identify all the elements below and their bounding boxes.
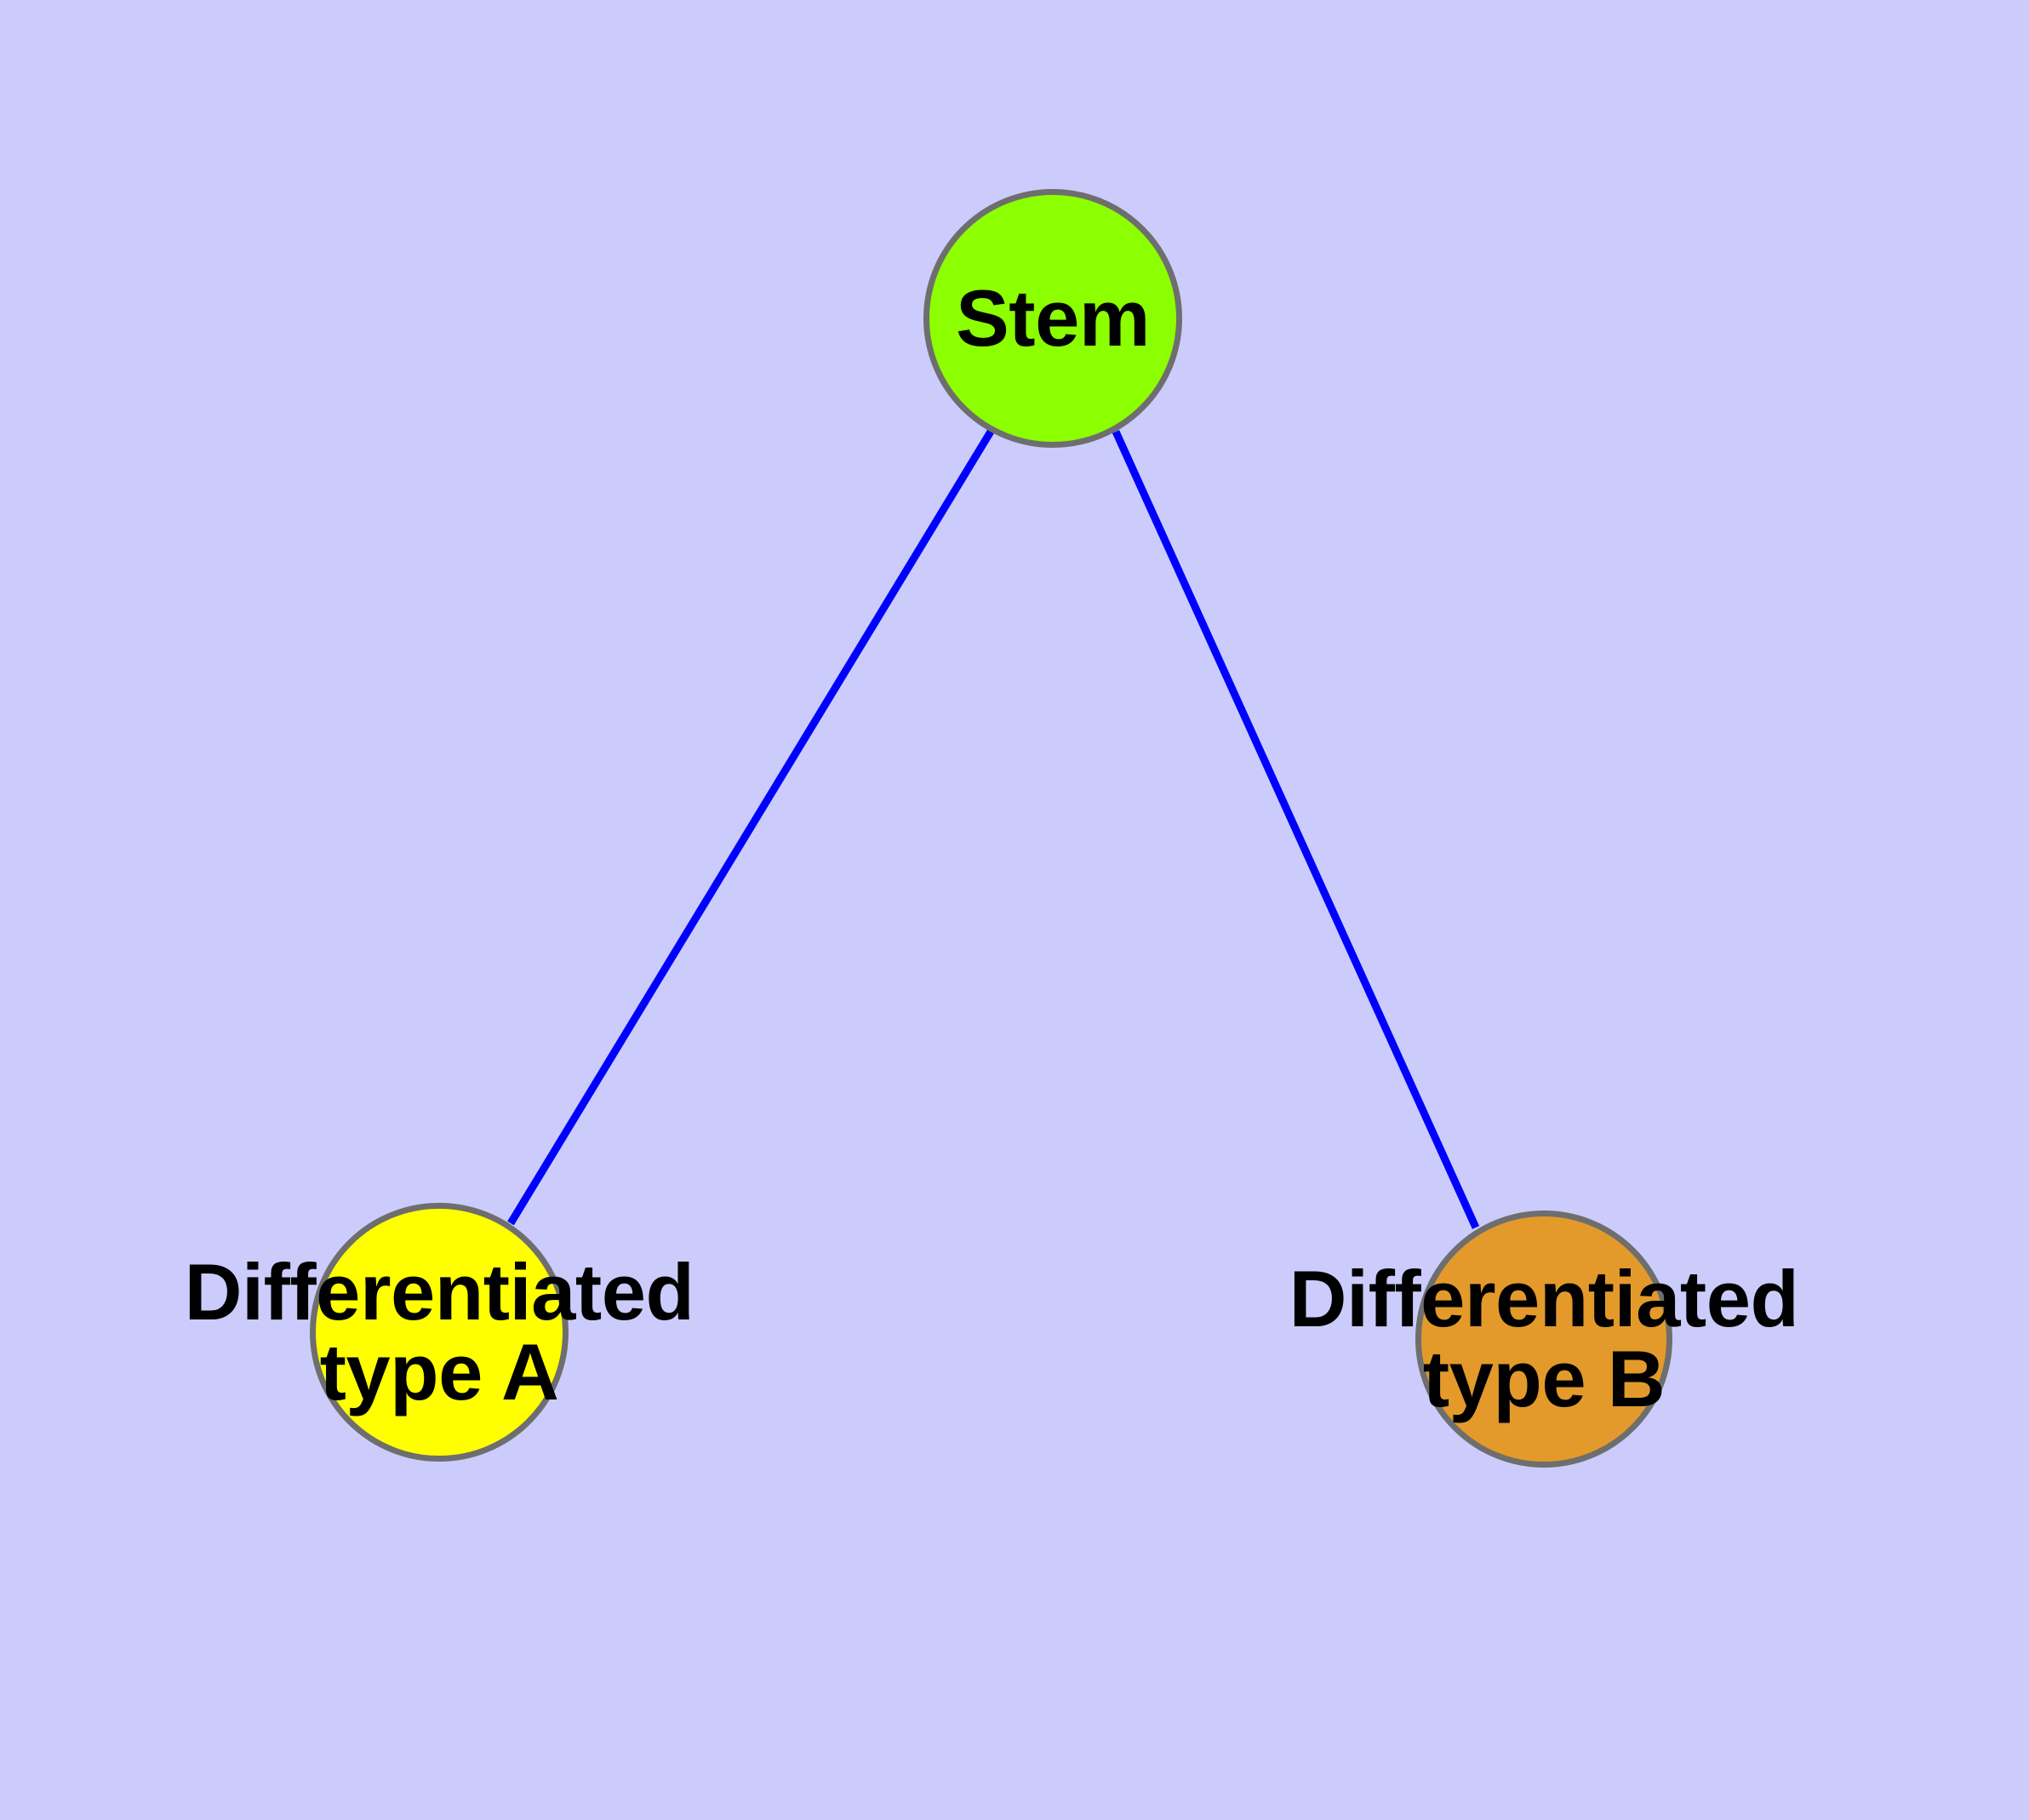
graph-edge[interactable] bbox=[507, 429, 994, 1226]
graph-node-diff-a[interactable] bbox=[310, 1203, 569, 1462]
graph-node-diff-b[interactable] bbox=[1415, 1210, 1672, 1468]
node-layer bbox=[310, 189, 1672, 1468]
graph-node-stem[interactable] bbox=[923, 189, 1182, 448]
edge-layer bbox=[507, 429, 1480, 1229]
graph-edge[interactable] bbox=[1112, 430, 1480, 1229]
